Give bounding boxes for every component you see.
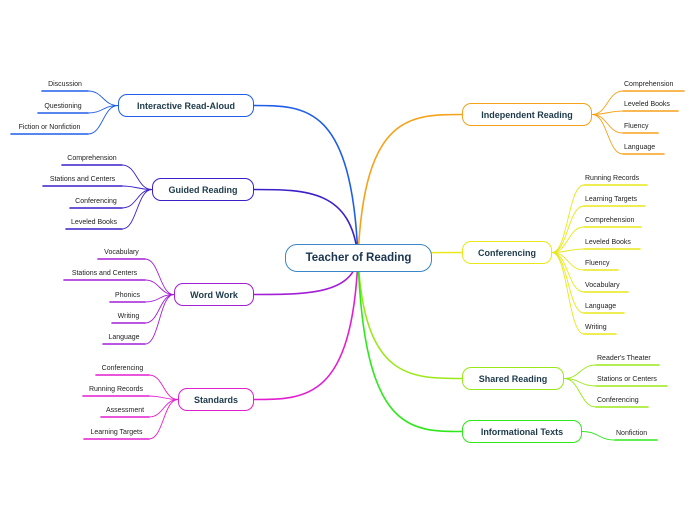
central-topic-node[interactable]: Teacher of Reading (285, 244, 432, 272)
leaf-connector (148, 374, 179, 400)
branch-connector-standards (253, 257, 359, 401)
leaf-connector (144, 279, 175, 295)
leaf-topic-wordwork[interactable]: Phonics (115, 292, 140, 299)
leaf-topic-independent[interactable]: Comprehension (624, 81, 674, 88)
leaf-connector (563, 378, 597, 408)
leaf-connector (148, 399, 179, 418)
leaf-topic-guided[interactable]: Comprehension (67, 155, 117, 162)
leaf-topic-standards[interactable]: Running Records (88, 386, 144, 393)
leaf-topic-standards[interactable]: Assessment (105, 407, 145, 414)
leaf-connector (148, 395, 179, 400)
central-topic-label: Teacher of Reading (305, 252, 412, 264)
leaf-topic-conferencing[interactable]: Language (585, 303, 617, 310)
branch-label: Guided Reading (168, 184, 238, 195)
leaf-topic-shared[interactable]: Stations or Centers (597, 376, 657, 383)
leaf-connector (148, 399, 179, 440)
leaf-topic-conferencing[interactable]: Running Records (585, 175, 640, 182)
branch-connector-shared (357, 257, 463, 380)
branch-connector-interactive (253, 104, 359, 259)
leaf-topic-interactive[interactable]: Discussion (48, 81, 82, 88)
leaf-topic-conferencing[interactable]: Writing (585, 324, 607, 331)
leaf-topic-conferencing[interactable]: Fluency (585, 260, 610, 267)
leaf-topic-wordwork[interactable]: Vocabulary (104, 249, 139, 256)
leaf-connector (551, 252, 585, 293)
leaf-connector (551, 252, 585, 335)
leaf-connector (551, 226, 585, 253)
leaf-connector (87, 105, 119, 135)
leaf-connector (144, 258, 175, 295)
leaf-connector (121, 185, 153, 190)
branch-label: Independent Reading (481, 109, 573, 120)
branch-label: Conferencing (477, 247, 536, 258)
leaf-connector (144, 294, 175, 345)
leaf-topic-conferencing[interactable]: Vocabulary (585, 282, 620, 289)
leaf-connector (551, 184, 585, 253)
branch-node-conferencing[interactable]: Conferencing (462, 241, 552, 264)
leaf-connector (591, 110, 624, 115)
leaf-topic-guided[interactable]: Conferencing (75, 198, 117, 205)
branch-node-independent[interactable]: Independent Reading (462, 103, 592, 126)
leaf-topic-wordwork[interactable]: Writing (117, 313, 140, 320)
leaf-topic-conferencing[interactable]: Leveled Books (585, 239, 631, 246)
leaf-topic-interactive[interactable]: Questioning (44, 103, 82, 110)
branch-label: Informational Texts (480, 426, 564, 437)
leaf-topic-informational[interactable]: Nonfiction (616, 430, 648, 437)
branch-connector-independent (357, 113, 463, 259)
branch-node-wordwork[interactable]: Word Work (174, 283, 254, 306)
leaf-topic-conferencing[interactable]: Learning Targets (585, 196, 638, 203)
leaf-topic-guided[interactable]: Leveled Books (71, 219, 117, 226)
leaf-topic-independent[interactable]: Leveled Books (624, 101, 670, 108)
branch-node-informational[interactable]: Informational Texts (462, 420, 582, 443)
leaf-connector (591, 114, 624, 134)
leaf-topic-shared[interactable]: Reader's Theater (597, 355, 651, 362)
branch-label: Interactive Read-Aloud (136, 100, 236, 111)
leaf-topic-guided[interactable]: Stations and Centers (49, 176, 116, 183)
leaf-connector (581, 431, 616, 441)
leaf-connector (121, 164, 153, 190)
branch-node-standards[interactable]: Standards (178, 388, 254, 411)
branch-node-interactive[interactable]: Interactive Read-Aloud (118, 94, 254, 117)
branch-connector-guided (253, 188, 359, 259)
branch-label: Word Work (190, 289, 238, 300)
leaf-topic-independent[interactable]: Language (624, 144, 656, 151)
branch-node-guided[interactable]: Guided Reading (152, 178, 254, 201)
leaf-connector (591, 90, 624, 115)
leaf-topic-interactive[interactable]: Fiction or Nonfiction (18, 124, 81, 131)
leaf-connector (121, 189, 153, 209)
leaf-connector (563, 364, 597, 379)
leaf-topic-standards[interactable]: Learning Targets (90, 429, 143, 436)
branch-connector-informational (357, 257, 463, 433)
leaf-connector (551, 205, 585, 253)
leaf-topic-standards[interactable]: Conferencing (101, 365, 144, 372)
leaf-connector (87, 90, 119, 106)
leaf-topic-conferencing[interactable]: Comprehension (585, 217, 635, 224)
branch-label: Standards (193, 394, 238, 405)
branch-node-shared[interactable]: Shared Reading (462, 367, 564, 390)
leaf-topic-independent[interactable]: Fluency (624, 123, 649, 130)
branch-label: Shared Reading (478, 373, 548, 384)
leaf-topic-wordwork[interactable]: Language (108, 334, 140, 341)
leaf-connector (121, 189, 153, 230)
leaf-topic-shared[interactable]: Conferencing (597, 397, 639, 404)
leaf-topic-wordwork[interactable]: Stations and Centers (71, 270, 138, 277)
leaf-connector (591, 114, 624, 155)
